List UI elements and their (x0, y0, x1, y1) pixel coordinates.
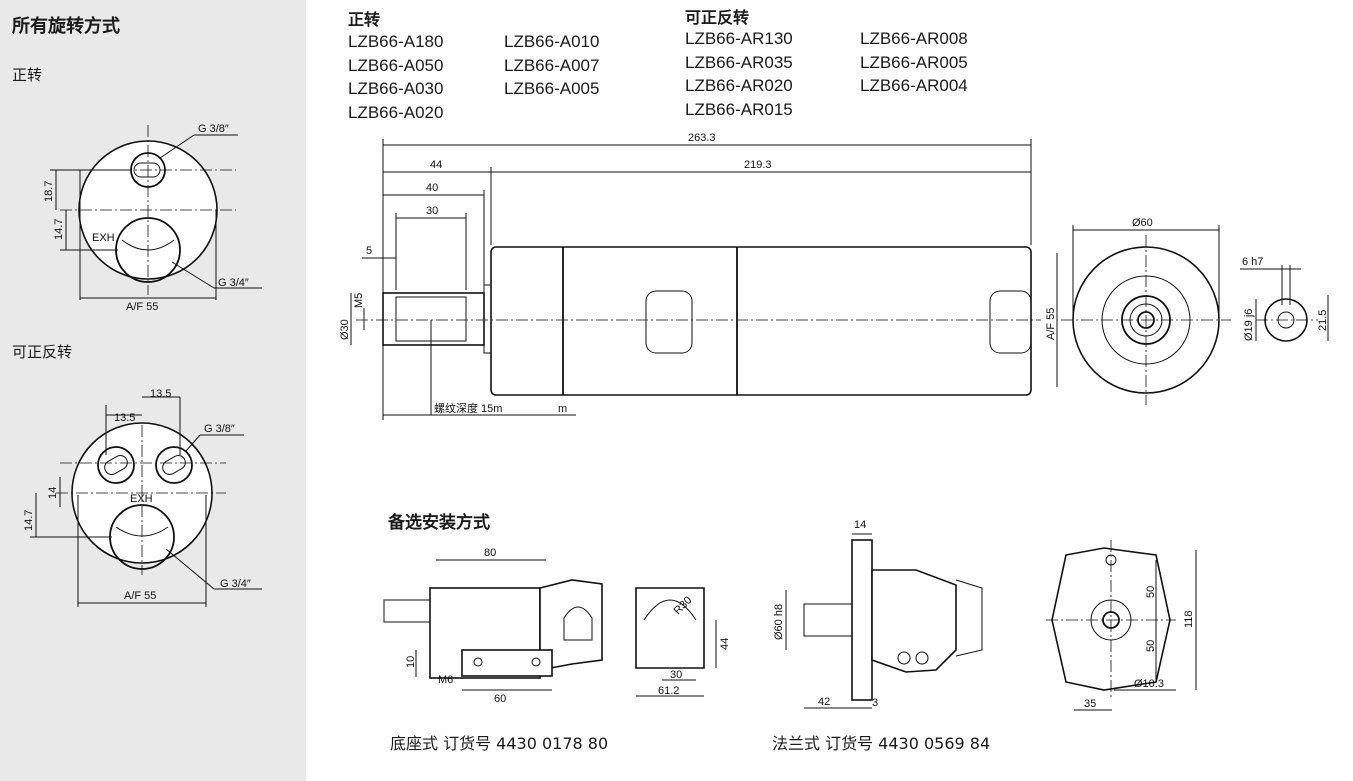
model-code: LZB66-A007 (504, 55, 600, 75)
reversible-end-view-drawing: 13.5 13.5 14 14.7 EXH A/F 55 G 3/8″ G 3/… (23, 388, 262, 607)
flange-dim-60h8: Ø60 h8 (773, 604, 785, 640)
reversible-port-inlet: G 3/8″ (204, 423, 235, 435)
end-height: 21.5 (1317, 310, 1329, 331)
reversible-heading: 可正反转 (12, 343, 73, 361)
dim-thread: M5 (353, 293, 365, 308)
foot-dim-61-2: 61.2 (658, 685, 679, 697)
thread-depth: 螺纹深度 15m (434, 401, 502, 415)
model-code: LZB66-A005 (504, 79, 600, 98)
front-af: A/F 55 (1045, 308, 1057, 340)
forward-port-exhaust: G 3/4″ (218, 277, 249, 289)
dim-shaft-dia: Ø30 (339, 319, 351, 340)
options-heading: 备选安装方式 (388, 513, 490, 533)
forward-dim-18-7: 18.7 (43, 181, 55, 202)
motor-side-view-drawing: 263.3 44 219.3 40 30 5 Ø30 M5 螺纹深度 15m (339, 132, 1329, 420)
model-code: LZB66-A180 (348, 32, 444, 51)
flange-dim-42: 42 (818, 696, 830, 708)
foot-mount-caption: 底座式 订货号 4430 0178 80 (390, 734, 609, 753)
sidebar-title: 所有旋转方式 (12, 16, 120, 37)
flange-dim-3: 3 (872, 697, 878, 709)
models-reversible-col1: LZB66-AR130 LZB66-AR035 LZB66-AR020 LZB6… (685, 27, 793, 121)
dim-body: 219.3 (744, 159, 772, 171)
forward-af-label: A/F 55 (126, 301, 158, 313)
foot-dim-30: 30 (670, 669, 682, 681)
foot-dim-m6: M6 (438, 674, 453, 686)
forward-exh-label: EXH (92, 232, 115, 244)
flange-dim-118: 118 (1183, 610, 1195, 628)
model-code: LZB66-AR005 (860, 52, 968, 72)
dim-40: 40 (426, 182, 438, 194)
model-code: LZB66-AR008 (860, 29, 968, 48)
front-dia: Ø60 (1132, 217, 1153, 229)
reversible-dim-13-5-top: 13.5 (150, 388, 171, 400)
flange-dim-50a: 50 (1145, 586, 1157, 598)
end-dia: Ø19 j6 (1243, 309, 1255, 341)
flange-dim-35: 35 (1084, 698, 1096, 710)
reversible-dim-14-7: 14.7 (23, 510, 35, 531)
model-code: LZB66-A050 (348, 55, 444, 75)
model-code: LZB66-A010 (504, 32, 600, 51)
model-code: LZB66-AR015 (685, 99, 793, 119)
reversible-af-label: A/F 55 (124, 590, 156, 602)
end-key: 6 h7 (1242, 256, 1263, 268)
model-code: LZB66-A030 (348, 79, 444, 98)
models-forward-col1: LZB66-A180 LZB66-A050 LZB66-A030 LZB66-A… (348, 30, 443, 124)
models-reversible-col2: LZB66-AR008 LZB66-AR005 LZB66-AR004 (860, 27, 968, 98)
model-code: LZB66-AR004 (860, 76, 968, 95)
model-code: LZB66-AR130 (685, 29, 793, 48)
foot-dim-60: 60 (494, 693, 506, 705)
sidebar-panel: 所有旋转方式 正转 可正反转 A/F 55 18.7 14.7 EXH G 3/… (0, 0, 306, 781)
flange-dim-10-3: Ø10.3 (1134, 678, 1164, 690)
forward-port-inlet: G 3/8″ (198, 123, 229, 135)
models-forward-col2: LZB66-A010 LZB66-A007 LZB66-A005 (504, 30, 599, 101)
foot-mount-drawing: 80 10 M6 60 R30 30 61.2 44 (383, 547, 731, 705)
model-code: LZB66-AR020 (685, 76, 793, 95)
model-code: LZB66-A020 (348, 102, 444, 122)
foot-dim-10: 10 (405, 656, 417, 668)
foot-dim-80: 80 (484, 547, 496, 559)
forward-end-view-drawing: A/F 55 18.7 14.7 EXH G 3/8″ G 3/4″ (43, 123, 262, 313)
flange-dim-50b: 50 (1145, 640, 1157, 652)
thread-depth-unit: m (558, 403, 567, 415)
model-code: LZB66-AR035 (685, 52, 793, 72)
flange-dim-14: 14 (854, 519, 866, 531)
models-forward-heading: 正转 (348, 10, 381, 29)
reversible-dim-14: 14 (47, 487, 59, 499)
models-reversible-heading: 可正反转 (685, 8, 750, 27)
reversible-dim-13-5: 13.5 (114, 412, 135, 424)
reversible-port-exhaust: G 3/4″ (220, 578, 251, 590)
dim-44: 44 (430, 159, 442, 171)
main-panel: 正转 LZB66-A180 LZB66-A050 LZB66-A030 LZB6… (326, 0, 1353, 781)
flange-mount-caption: 法兰式 订货号 4430 0569 84 (772, 734, 991, 753)
reversible-exh-label: EXH (130, 493, 153, 505)
foot-dim-44: 44 (719, 638, 731, 650)
dim-5: 5 (366, 245, 372, 257)
forward-heading: 正转 (12, 66, 43, 84)
forward-dim-14-7: 14.7 (53, 219, 65, 240)
dim-30: 30 (426, 205, 438, 217)
flange-mount-drawing: 14 Ø60 h8 42 3 50 50 118 Ø10.3 35 (773, 519, 1197, 711)
dim-overall: 263.3 (688, 132, 716, 144)
